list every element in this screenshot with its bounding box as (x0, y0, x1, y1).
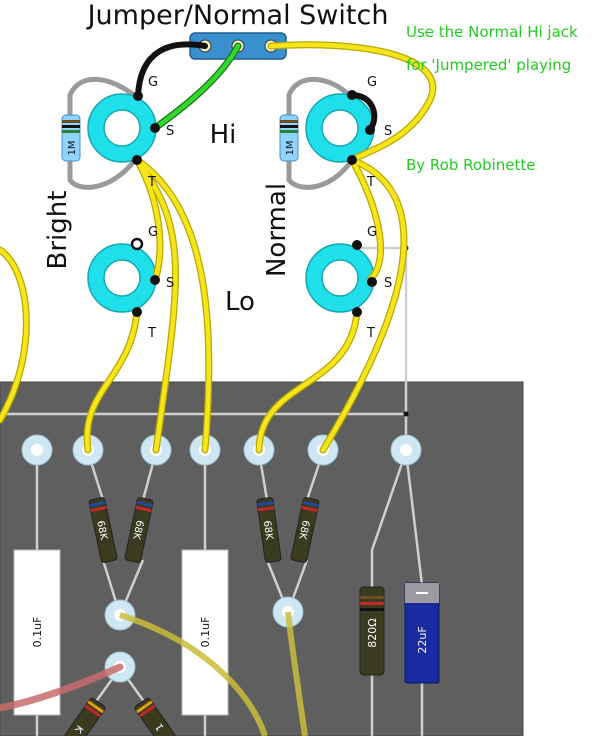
lug-labels: G S T G S T G S T G S T (147, 75, 392, 341)
black-wire-switch-ground (135, 41, 208, 99)
jack-lug-dots (130, 90, 377, 317)
yellow-wire-faded (285, 611, 308, 736)
bus-junction (403, 411, 409, 417)
cathode-resistor: 820Ω (359, 586, 385, 676)
hi-label: Hi (210, 120, 237, 150)
grid-resistor-leads (67, 76, 355, 190)
svg-text:S: S (166, 276, 174, 291)
svg-text:T: T (147, 175, 156, 190)
coupling-cap-2: 0.1uF (181, 549, 229, 716)
note-line-2: for 'Jumpered' playing (406, 56, 571, 74)
resistor-label: 68K (94, 520, 109, 542)
svg-text:G: G (367, 225, 377, 240)
svg-text:G: G (148, 75, 158, 90)
coupling-cap-1: 0.1uF (13, 549, 61, 716)
svg-text:G: G (367, 75, 377, 90)
svg-text:G: G (148, 225, 158, 240)
yellow-wire-faded (119, 612, 268, 736)
cathode-cap: 22uF (404, 582, 440, 684)
resistor-label: 68K (261, 520, 275, 541)
credit: By Rob Robinette (406, 156, 536, 174)
cathode-cap-label: 22uF (416, 626, 429, 653)
jack-normal-hi (305, 93, 375, 163)
resistor-label: 1 (154, 721, 167, 733)
cathode-resistor-label: 820Ω (366, 618, 379, 647)
jack-normal-lo (305, 243, 375, 313)
grid-resistor-1: 1M (61, 114, 81, 162)
grid-resistor-1-label: 1M (67, 141, 78, 156)
lo-label: Lo (225, 287, 255, 317)
svg-text:S: S (384, 124, 392, 139)
mixing-resistor-2: 68K (124, 497, 154, 563)
mixing-resistor-3: 68K (256, 497, 282, 563)
diagram-title: Jumper/Normal Switch (86, 0, 389, 31)
jack-bright-hi (87, 93, 157, 163)
red-wire (0, 663, 124, 712)
note-line-1: Use the Normal Hi jack (406, 23, 578, 41)
resistor-label: 68K (130, 519, 145, 541)
svg-text:T: T (147, 326, 156, 341)
mixing-resistor-1: 68K (88, 497, 118, 563)
svg-text:S: S (166, 124, 174, 139)
grid-resistor-2-label: 1M (285, 141, 296, 156)
cap-2-label: 0.1uF (199, 617, 212, 648)
svg-text:T: T (366, 175, 375, 190)
yellow-wires (0, 41, 437, 454)
resistor-label: 68K (296, 519, 311, 541)
grid-resistor-2: 1M (279, 114, 299, 162)
normal-channel-label: Normal (262, 183, 292, 277)
bottom-resistor-2: 1 (134, 697, 176, 736)
cap-1-label: 0.1uF (31, 617, 44, 648)
bright-channel-label: Bright (43, 191, 73, 270)
svg-text:S: S (384, 276, 392, 291)
jack-bright-lo (87, 243, 157, 313)
bottom-resistor-1: K (64, 697, 106, 736)
svg-text:T: T (366, 326, 375, 341)
mixing-resistor-4: 68K (290, 497, 320, 563)
